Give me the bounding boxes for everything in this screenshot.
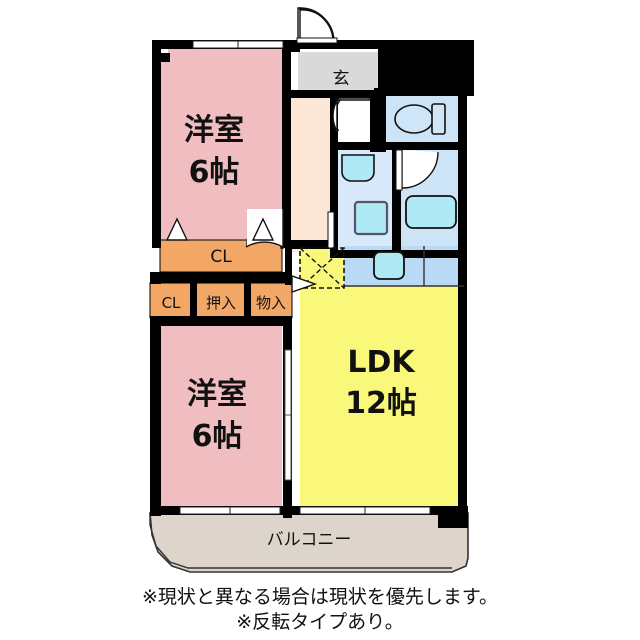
monoire-label: 物入: [256, 294, 286, 312]
entrance-floor: [298, 52, 384, 97]
monoire-box[interactable]: [249, 282, 293, 319]
bedroom-south-name: 洋室: [187, 377, 247, 412]
bedroom-south-floor: [160, 325, 282, 512]
refrigerator-space-icon: [299, 247, 345, 289]
oshiire-label: 押入: [206, 294, 236, 312]
wall-toilet-right: [458, 88, 467, 150]
washing-machine-icon: [353, 200, 389, 236]
balcony-area: バルコニー: [149, 512, 469, 573]
ldk-floor: [300, 250, 465, 512]
wall-left-lower: [150, 316, 161, 516]
ldk-size: 12帖: [345, 386, 417, 421]
wall-toilet-top: [374, 88, 466, 96]
wall-storage-div2: [244, 283, 251, 318]
oshiire-box[interactable]: [195, 282, 247, 319]
windows-group: [179, 40, 431, 515]
bedroom-north-door-outline: [245, 209, 284, 249]
wall-storage-right: [285, 240, 292, 285]
refrigerator-x1: [299, 247, 345, 289]
bedroom-north-size: 6帖: [189, 155, 240, 190]
disclaimer-line-2: ※反転タイプあり。: [236, 611, 404, 633]
washroom-door[interactable]: [327, 211, 335, 249]
storage-group: CL CL 押入 物入: [149, 239, 293, 319]
balcony-inner-edge: [149, 513, 452, 569]
ldk-name: LDK: [347, 345, 416, 380]
hall-door-swing: [332, 98, 340, 134]
closet-door-triangle-right: [251, 217, 275, 241]
hall-door-leaf[interactable]: [337, 97, 371, 101]
closet-north-box[interactable]: [159, 239, 283, 273]
wall-bath-right: [458, 148, 467, 258]
bedroom-south-size: 6帖: [192, 419, 243, 454]
closet-south-label: CL: [162, 294, 181, 312]
hall-floor: [290, 97, 332, 248]
wall-hall-bottom: [290, 240, 338, 249]
fixtures-group: [165, 103, 464, 293]
toilet-icon: [394, 104, 434, 134]
bedroom-north-floor: [160, 48, 282, 248]
wall-right-kitchen: [458, 240, 467, 258]
wall-top-right-block: [378, 40, 474, 96]
bath-door-frame: [395, 149, 403, 191]
bath-door-swing: [401, 150, 439, 189]
entrance-door-threshold: [296, 37, 338, 44]
wall-entrance-bottom: [290, 90, 386, 98]
wash-basin-icon: [341, 154, 375, 182]
disclaimer-notes: ※現状と異なる場合は現状を優先します。 ※反転タイプあり。: [0, 585, 640, 635]
wall-bottom-right-jog: [438, 506, 468, 528]
closet-north-label: CL: [210, 247, 232, 267]
wall-left-upper: [152, 40, 161, 248]
wall-toilet-bottom: [330, 142, 467, 150]
wall-storage-bottom: [152, 316, 292, 326]
entrance-door-arc: [299, 8, 334, 43]
monoire-door-triangle: [291, 275, 318, 293]
entrance-door-leaf[interactable]: [297, 7, 301, 41]
wall-washroom-left: [330, 142, 338, 258]
kitchen-sink-icon: [373, 251, 405, 280]
wall-right-lower: [458, 250, 467, 518]
bedroom-north-name: 洋室: [184, 113, 244, 148]
wall-storage-band: [152, 272, 292, 283]
room-labels-group: 洋室 6帖 玄 LDK 12帖 洋室 6帖: [184, 69, 417, 454]
wall-storage-div1: [190, 283, 197, 318]
balcony-label: バルコニー: [267, 530, 352, 550]
wall-bedroom-north-right: [282, 48, 291, 248]
wall-washroom-right: [392, 150, 401, 258]
bathtub-icon: [405, 195, 457, 229]
wall-hall-right-block: [370, 96, 386, 152]
wall-top-right: [290, 40, 474, 49]
toilet-tank-icon: [431, 103, 446, 135]
closet-door-triangle-left: [165, 217, 189, 241]
entrance-label: 玄: [333, 69, 350, 89]
disclaimer-line-1: ※現状と異なる場合は現状を優先します。: [141, 586, 499, 608]
